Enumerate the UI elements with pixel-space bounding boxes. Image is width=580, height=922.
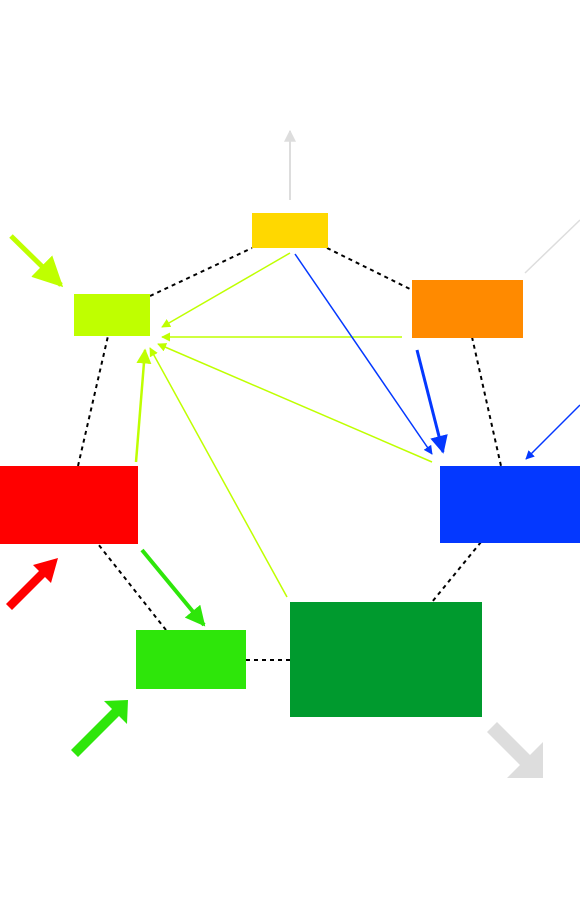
external-out-orange	[524, 219, 580, 274]
external-flows	[9, 129, 580, 460]
flow-yellow-to-blue	[294, 253, 433, 455]
external-out-dark-green-arrow	[487, 722, 543, 778]
node-orange[interactable]	[412, 280, 523, 338]
flow-red-to-lime	[134, 348, 152, 463]
flow-dark-green-to-lime	[149, 347, 288, 598]
node-blue[interactable]	[440, 466, 580, 543]
edge-bright-green-red	[97, 543, 167, 631]
node-lime[interactable]	[74, 294, 150, 336]
flow-red-to-bright-green	[140, 548, 206, 627]
flow-arrows	[134, 252, 448, 627]
edge-blue-dark-green	[431, 541, 482, 603]
node-bright-green[interactable]	[136, 630, 246, 689]
edge-orange-blue	[471, 336, 502, 467]
nodes	[0, 213, 580, 717]
flow-yellow-to-lime	[161, 252, 291, 328]
node-dark-green[interactable]	[290, 602, 482, 717]
flow-orange-to-blue	[415, 349, 448, 454]
edge-lime-yellow	[149, 247, 253, 297]
flow-blue-to-lime	[157, 343, 433, 463]
external-in-red-arrow	[6, 558, 58, 610]
external-in-bright-green-arrow	[71, 700, 128, 757]
node-yellow[interactable]	[252, 213, 328, 248]
node-red[interactable]	[0, 466, 138, 544]
edge-yellow-orange	[326, 247, 413, 291]
external-in-blue	[525, 404, 580, 460]
edge-red-lime	[77, 335, 109, 467]
external-in-lime	[9, 234, 64, 288]
cycle-edges	[77, 247, 502, 661]
